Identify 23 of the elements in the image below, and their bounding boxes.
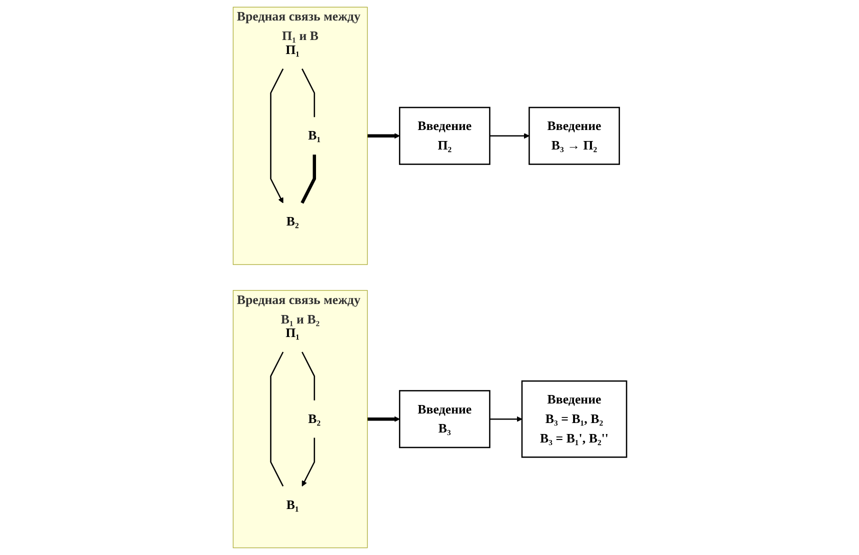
node-box bbox=[398, 390, 490, 448]
arrow bbox=[301, 438, 315, 486]
node-text: В₂ bbox=[286, 214, 298, 229]
connector bbox=[301, 68, 315, 118]
node-text: В₁ bbox=[308, 128, 320, 143]
arrow bbox=[367, 133, 400, 139]
cluster bbox=[232, 290, 368, 548]
connector bbox=[300, 154, 316, 204]
cluster bbox=[232, 6, 368, 265]
diagram: Вредная связь между П₁ и В П₁ В₁ В₂ Вредная связь между В₁ и В₂ П₁ В₁ В₂ Введение В₃ Введение В₃ = В₁, В₂ В₃ = В₁', В₂'' Введение П₂ Введение В₃ → П₂ bbox=[228, 2, 632, 553]
node-text: В₂ bbox=[308, 412, 320, 426]
node-box bbox=[520, 380, 627, 458]
connector bbox=[270, 352, 284, 486]
arrow bbox=[489, 133, 530, 139]
arrow bbox=[489, 416, 522, 422]
arrow bbox=[367, 416, 400, 422]
node-text: П₁ bbox=[285, 326, 300, 340]
node-box bbox=[398, 106, 490, 165]
connector bbox=[301, 352, 315, 400]
node-box bbox=[528, 106, 620, 165]
arrow bbox=[270, 68, 284, 204]
node-text: В₁ bbox=[286, 498, 298, 512]
node-text: П₁ bbox=[285, 42, 300, 58]
